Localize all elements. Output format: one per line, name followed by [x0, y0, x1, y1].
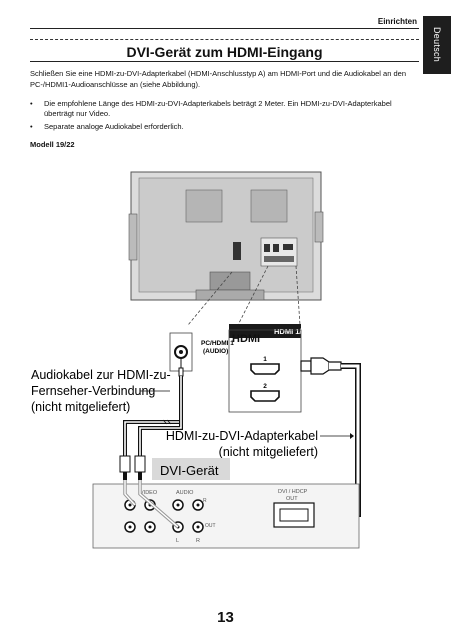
adapter-cable-label: HDMI-zu-DVI-Adapterkabel — [166, 429, 318, 443]
section-label: Einrichten — [377, 17, 417, 26]
svg-text:L: L — [176, 538, 179, 544]
title-rule-bottom — [30, 61, 419, 62]
device-label-box — [152, 458, 230, 480]
hdmi-version-label: HDMI 1/2 — [274, 327, 306, 336]
connection-diagram: PC/HDMI 1 (AUDIO) HDMI 1/2 HDMI 1 2 Audi… — [31, 171, 361, 549]
model-label: Modell 19/22 — [30, 140, 75, 149]
audio-cable-to-device — [124, 480, 179, 528]
device-video-label: VIDEO — [140, 490, 158, 496]
hdmi-port-icon — [250, 390, 280, 402]
hdmi-plug — [300, 357, 342, 375]
dvi-device: VIDEO AUDIO R OUT L R DVI / HDCP OUT — [92, 483, 360, 549]
intro-paragraph: Schließen Sie eine HDMI-zu-DVI-Adapterka… — [30, 69, 406, 89]
hdmi-logo: HDMI — [232, 333, 260, 345]
bullet-item: Die empfohlene Länge des HDMI-zu-DVI-Ada… — [30, 99, 420, 119]
hdmi-port-icon — [250, 363, 280, 375]
page-title: DVI-Gerät zum HDMI-Eingang — [126, 44, 323, 60]
audio-cable-label: Fernseher-Verbindung — [31, 384, 155, 398]
callout-line — [187, 271, 233, 326]
audio-cable-label: Audiokabel zur HDMI-zu- — [31, 368, 171, 382]
audio-port-label: PC/HDMI 1 — [201, 340, 234, 347]
language-tab-label: Deutsch — [432, 27, 442, 63]
device-dvi-label: DVI / HDCP — [278, 489, 308, 495]
adapter-cable-label: (nicht mitgeliefert) — [219, 445, 318, 459]
hdmi-panel: HDMI 1/2 HDMI 1 2 — [228, 324, 306, 413]
device-audio-label: AUDIO — [176, 490, 194, 496]
audio-port-label: (AUDIO) — [203, 348, 228, 355]
arrow-icon — [350, 433, 354, 439]
hdmi-port-1-label: 1 — [263, 356, 267, 363]
svg-text:R: R — [196, 538, 200, 544]
audio-jack-panel: PC/HDMI 1 (AUDIO) — [169, 332, 234, 372]
bullet-item: Separate analoge Audiokabel erforderlich… — [30, 122, 420, 132]
hdmi-port-2-label: 2 — [263, 383, 267, 390]
svg-text:R: R — [203, 498, 207, 504]
device-label: DVI-Gerät — [160, 463, 219, 478]
audio-cable-label: (nicht mitgeliefert) — [31, 400, 130, 414]
device-dvi-label: OUT — [286, 496, 298, 502]
title-rule-top — [30, 39, 419, 40]
page-number: 13 — [217, 609, 234, 626]
header-rule — [30, 28, 419, 29]
svg-text:OUT: OUT — [205, 523, 216, 529]
tv-back — [128, 171, 324, 301]
callout-line — [237, 265, 269, 326]
language-tab: Deutsch — [423, 16, 451, 74]
bullet-list: Die empfohlene Länge des HDMI-zu-DVI-Ada… — [30, 99, 420, 135]
audio-cable — [119, 358, 184, 480]
